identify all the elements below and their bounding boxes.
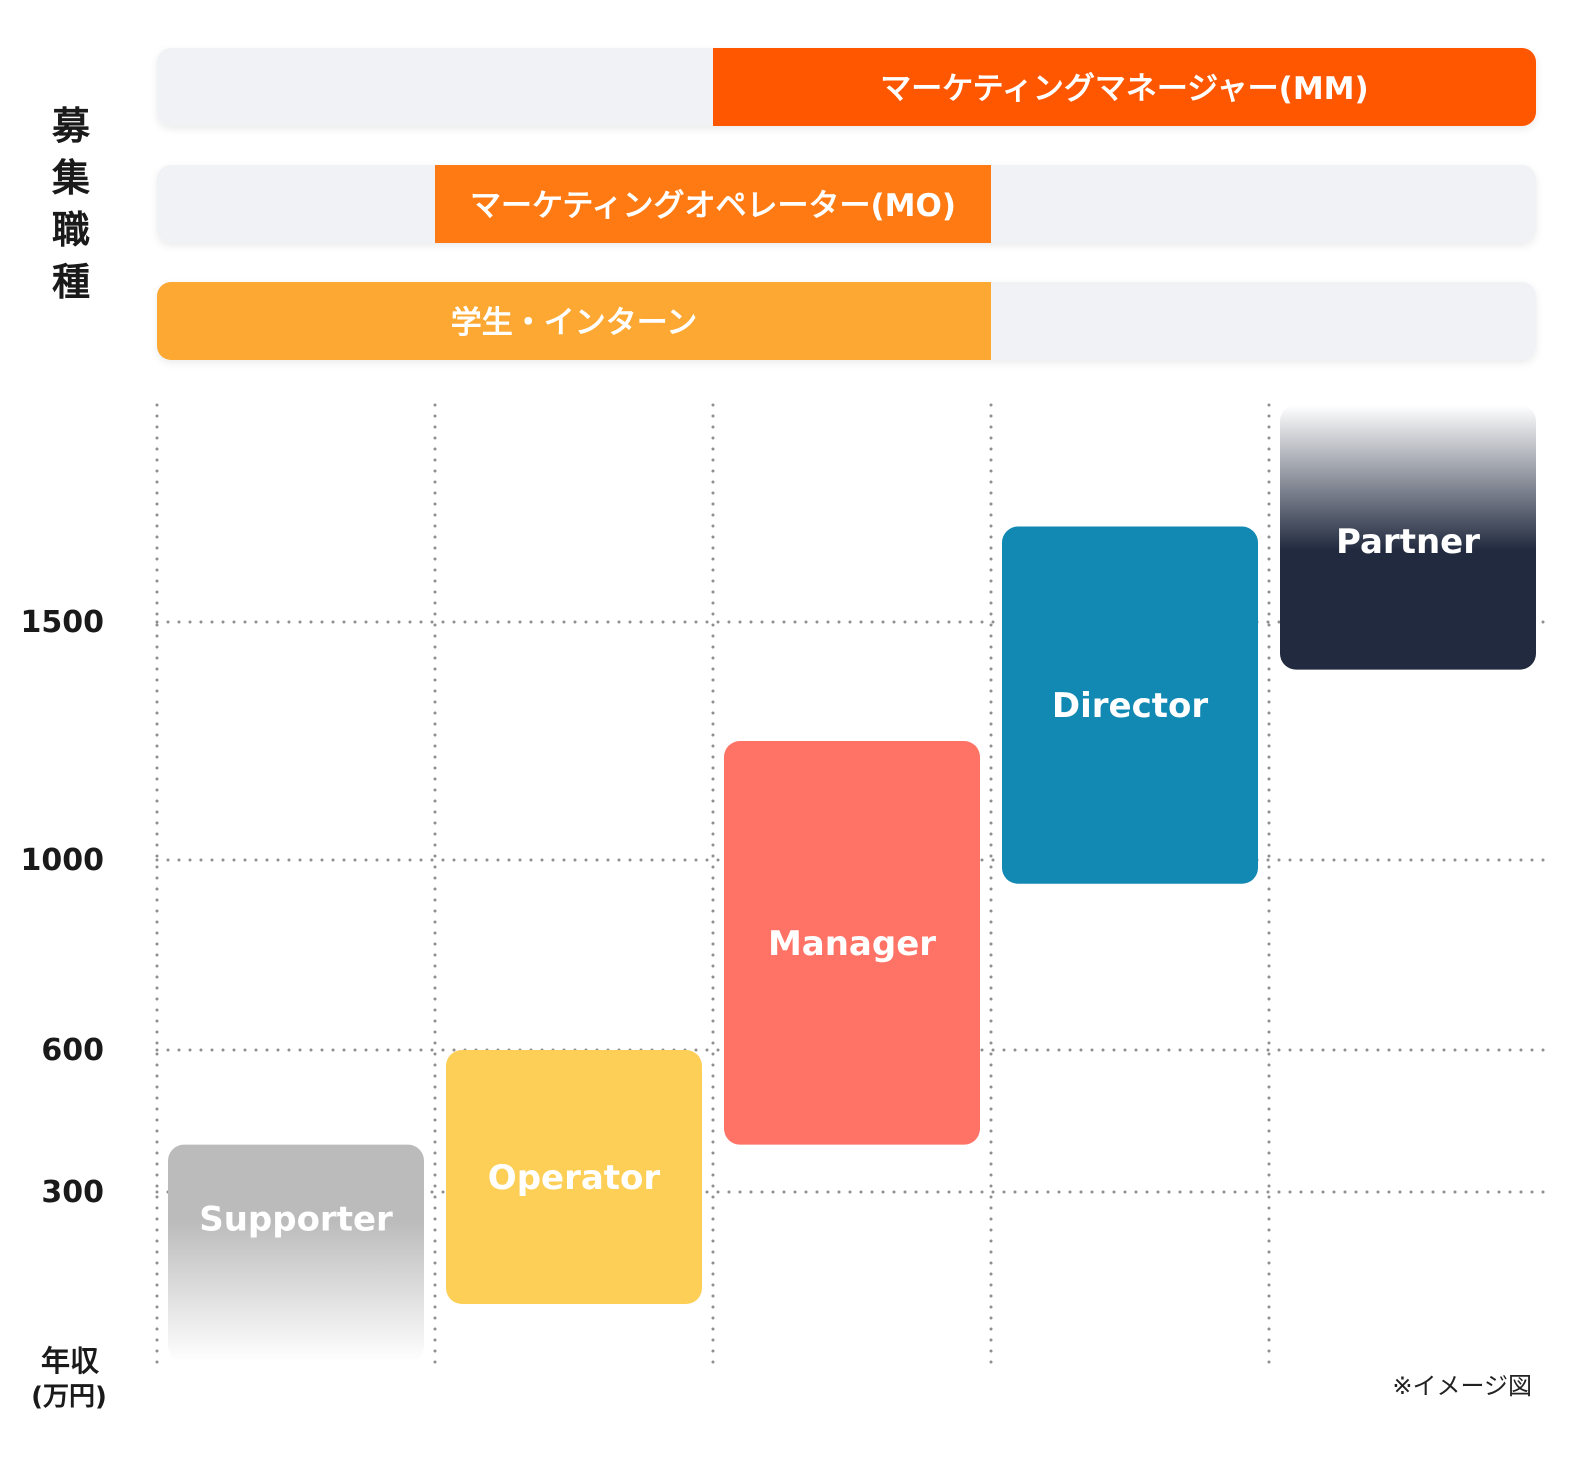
role-label: Partner [1336,522,1480,562]
position-label: マーケティングオペレーター(MO) [470,188,956,224]
y-tick-labels: 1500 1000 600 300 [21,605,105,1210]
role-partner: Partner [1280,405,1536,670]
position-label: マーケティングマネージャー(MM) [880,71,1368,107]
role-box [724,741,980,1145]
position-fill [713,48,1536,126]
role-director: Director [1002,526,1258,884]
y-axis-title: 募集職種 [51,104,90,304]
x-axis-unit: (万円) [31,1382,107,1412]
role-manager: Manager [724,741,980,1145]
y-tick-1000: 1000 [21,843,105,878]
role-operator: Operator [446,1050,702,1304]
position-track-1: マーケティングオペレーター(MO) [157,165,1536,243]
role-box [446,1050,702,1304]
y-tick-1500: 1500 [21,605,105,640]
role-supporter: Supporter [168,1144,424,1362]
role-box [1280,405,1536,670]
position-fill [157,282,991,360]
image-note: ※イメージ図 [1392,1372,1532,1400]
role-label: Manager [768,924,936,964]
role-box [168,1144,424,1362]
y-tick-300: 300 [41,1175,104,1210]
position-track-0: マーケティングマネージャー(MM) [157,48,1536,126]
position-track-2: 学生・インターン [157,282,1536,360]
position-tracks: マーケティングマネージャー(MM) マーケティングオペレーター(MO) 学生・インタ… [157,48,1536,360]
position-label: 学生・インターン [451,305,697,341]
role-boxes: Supporter Operator Manager Director Partner [168,405,1536,1362]
y-tick-600: 600 [41,1033,104,1068]
role-box [1002,526,1258,884]
role-label: Operator [488,1158,661,1198]
position-fill [435,165,991,243]
x-axis-title: 年収 [40,1344,99,1378]
role-label: Supporter [199,1200,393,1240]
role-label: Director [1052,686,1208,726]
